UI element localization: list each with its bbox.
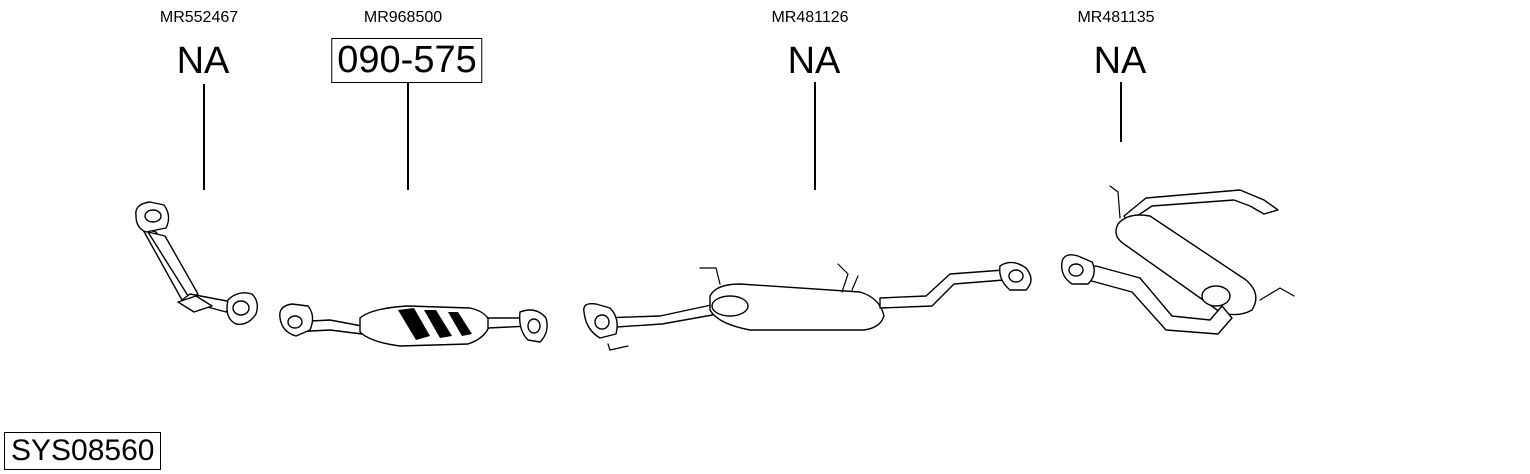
part-1-code: NA <box>176 40 230 82</box>
system-code-label: SYS08560 <box>4 432 162 470</box>
centre-silencer-drawing[interactable] <box>583 261 1032 351</box>
part-3-oem-number: MR481126 <box>771 9 849 26</box>
catalytic-converter-drawing[interactable] <box>279 303 548 347</box>
front-pipe-drawing[interactable] <box>135 201 259 325</box>
part-4-oem-number: MR481135 <box>1077 9 1155 26</box>
part-2-code[interactable]: 090-575 <box>331 38 483 83</box>
part-1-leader-line <box>203 84 205 190</box>
part-3-code: NA <box>787 40 841 82</box>
rear-silencer-drawing[interactable] <box>1061 185 1295 335</box>
part-3-leader-line <box>814 82 816 190</box>
part-4-code: NA <box>1093 40 1147 82</box>
part-1-oem-number: MR552467 <box>159 9 239 26</box>
part-2-leader-line <box>407 82 409 190</box>
part-2-oem-number: MR968500 <box>363 9 443 26</box>
part-4-leader-line <box>1120 82 1122 142</box>
